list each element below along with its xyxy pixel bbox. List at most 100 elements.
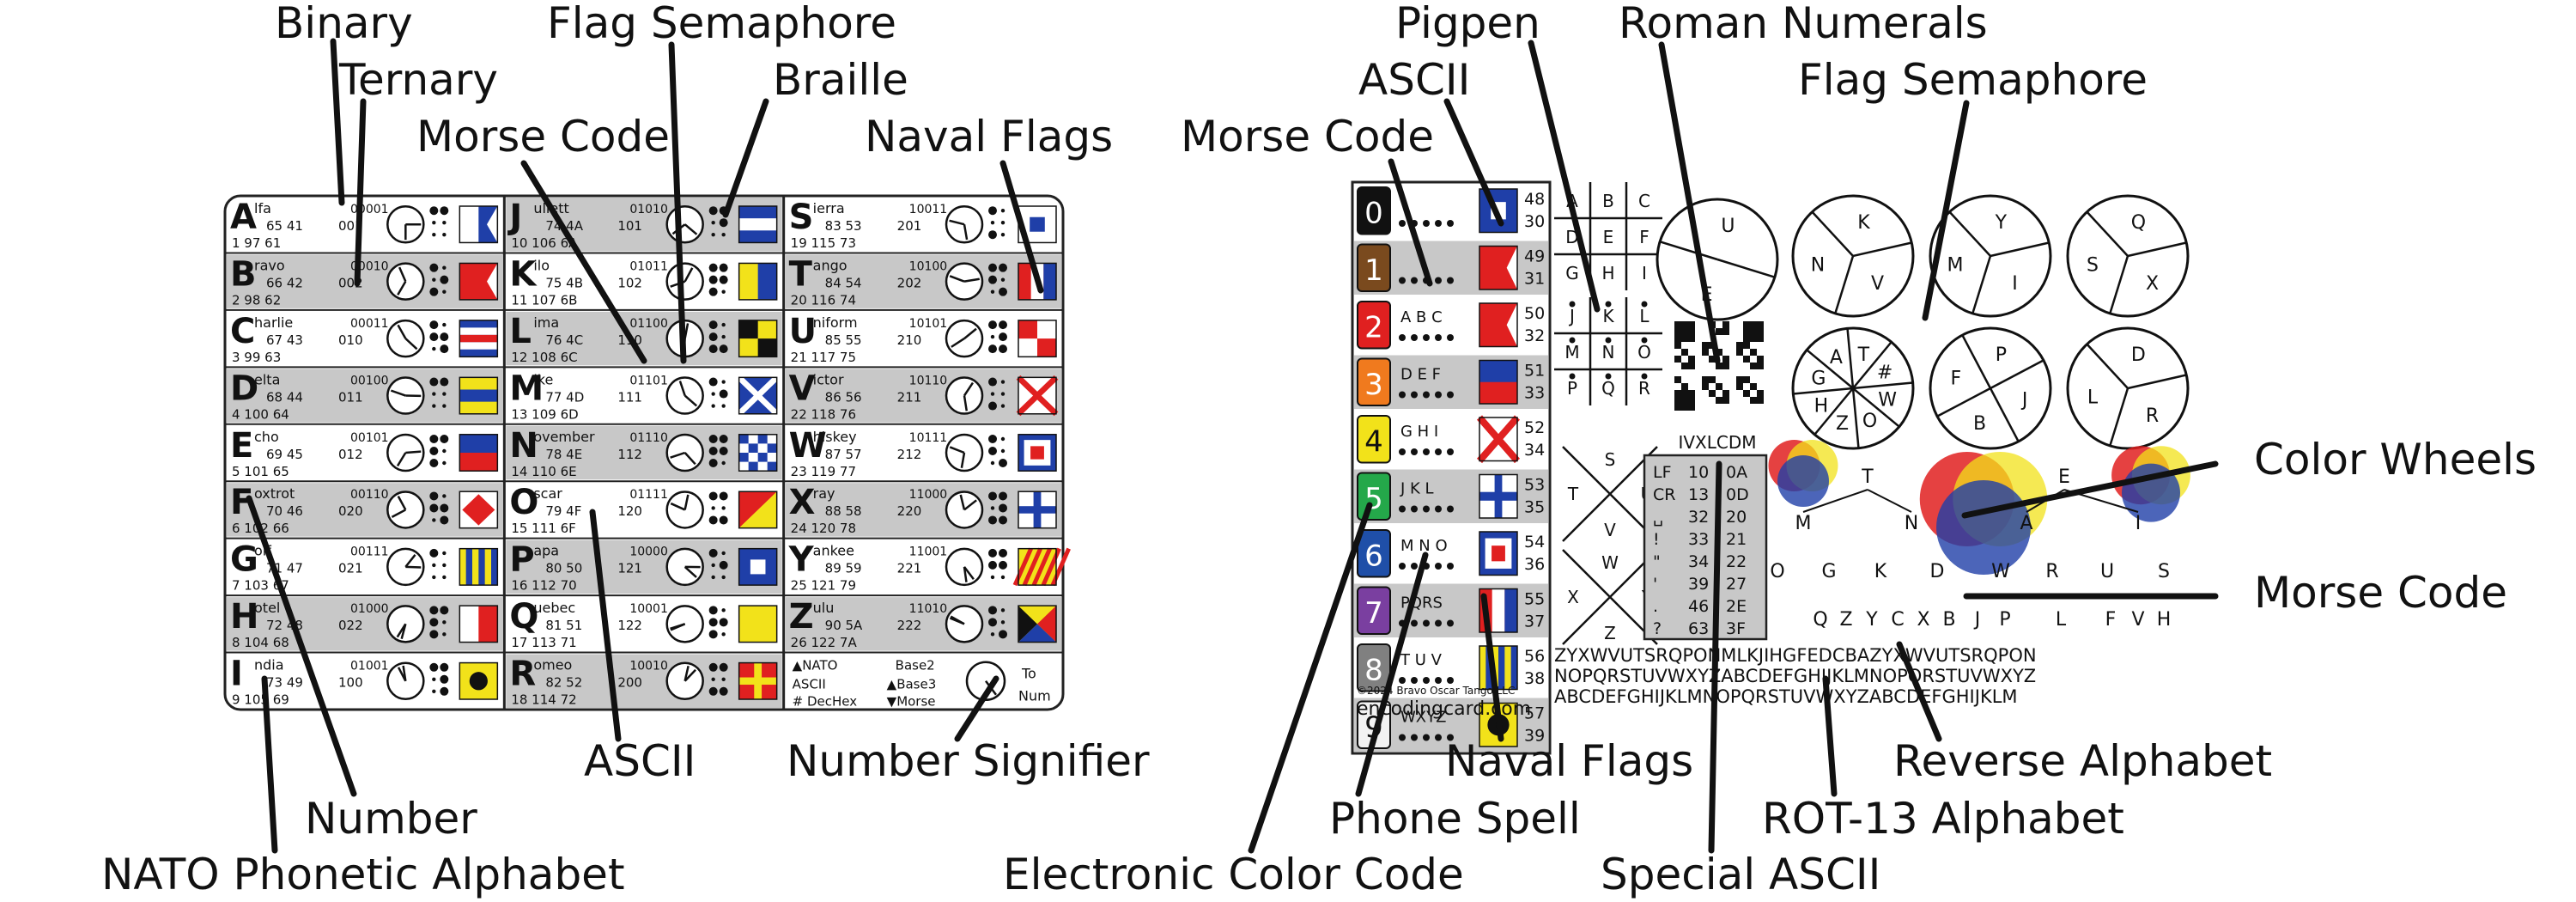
qr-module <box>1736 349 1743 356</box>
dial-hand <box>404 554 416 568</box>
dial-hand <box>959 494 966 510</box>
ascii-hex: 37 <box>1524 613 1545 631</box>
qr-module <box>1681 349 1688 356</box>
ascii-value: 68 44 <box>266 389 303 405</box>
qr-module <box>1681 363 1688 369</box>
ascii-value: 87 57 <box>825 447 862 462</box>
morse-mark <box>1447 391 1454 399</box>
braille-dot <box>432 518 436 522</box>
binary-value: 10000 <box>629 545 668 559</box>
callout-color-wheels: Color Wheels <box>2254 435 2537 485</box>
qr-module <box>1681 335 1688 342</box>
legend-line: ▲NATO <box>793 658 838 673</box>
flag-stripe <box>459 342 498 350</box>
binary-value: 00100 <box>350 374 389 387</box>
dial-hand <box>397 324 407 339</box>
dial-hand <box>963 395 968 411</box>
naval-flag-d <box>459 376 499 415</box>
ascii-value: 73 49 <box>266 675 303 691</box>
braille-dot <box>721 404 726 408</box>
braille-dot <box>999 332 1007 342</box>
callout-electronic-color-code: Electronic Color Code <box>1003 850 1464 899</box>
flag-part <box>1043 263 1056 300</box>
nato-letter: K <box>509 254 538 294</box>
callout-reverse-alphabet: Reverse Alphabet <box>1893 736 2272 786</box>
special-dec: 10 <box>1688 463 1709 482</box>
morse-tree-node: U <box>2100 561 2114 582</box>
qr-module <box>1722 356 1729 363</box>
qr-module <box>1702 376 1709 383</box>
semaphore-letter: A <box>1830 347 1843 369</box>
pigpen-letter: G <box>1565 263 1579 283</box>
pigpen-dot <box>1605 301 1612 308</box>
morse-mark <box>1435 563 1442 570</box>
cell-shade <box>227 483 503 537</box>
braille-dot <box>721 322 726 327</box>
flag-part <box>487 263 498 300</box>
naval-flag-j <box>738 205 778 244</box>
dial-hand <box>683 394 698 407</box>
phone-digit: 0 <box>1364 196 1383 230</box>
special-char: ? <box>1653 619 1662 638</box>
pigpen-x-letter: S <box>1605 449 1616 470</box>
flag-part <box>750 559 766 575</box>
flag-check <box>767 434 777 444</box>
ascii-value: 78 4E <box>545 447 582 462</box>
phone-letters: M N O <box>1400 537 1448 555</box>
legend-line: ASCII <box>793 677 826 692</box>
morse-mark <box>1423 619 1430 627</box>
flag-border <box>1018 434 1057 472</box>
ascii-value: 82 52 <box>545 675 582 691</box>
braille-dot <box>990 506 995 510</box>
braille-dot <box>429 206 439 216</box>
braille-dot <box>999 263 1007 272</box>
qr-module <box>1674 335 1681 342</box>
braille-dot <box>711 677 715 681</box>
dial-hand <box>950 615 965 625</box>
ascii-num: 55 <box>1524 590 1545 609</box>
ascii-hex: 32 <box>1524 326 1545 345</box>
braille-dot <box>721 289 726 294</box>
ascii-hex: 35 <box>1524 498 1545 517</box>
flag-part <box>478 606 498 643</box>
special-dec: 32 <box>1688 508 1709 527</box>
braille-dot <box>429 263 439 272</box>
leader-braille <box>722 98 769 218</box>
flag-border <box>459 434 499 472</box>
pigpen-letter: C <box>1638 191 1650 211</box>
morse-tree-node: Z <box>1839 609 1852 631</box>
nato-letter: V <box>789 369 816 408</box>
qr-module <box>1688 390 1695 397</box>
braille-dot <box>999 560 1007 570</box>
color-code-chip <box>1357 357 1391 406</box>
semaphore-spoke <box>1811 210 1854 257</box>
nato-word: ulu <box>813 600 835 616</box>
nato-letter: I <box>230 655 243 694</box>
flag-border <box>1479 417 1518 462</box>
flag-part <box>738 218 777 231</box>
morse-mark <box>1411 448 1418 455</box>
qr-module <box>1736 376 1743 383</box>
flag-part <box>1504 588 1517 632</box>
binary-value: 00101 <box>350 431 389 445</box>
braille-dot <box>1000 233 1005 237</box>
naval-flag-b <box>1479 245 1518 290</box>
nato-word: elta <box>254 371 280 387</box>
nato-word: ovember <box>533 429 595 445</box>
qr-module <box>1681 321 1688 328</box>
braille-dot <box>711 575 715 580</box>
morse-tree-node: A <box>2020 513 2032 534</box>
semaphore-letter: Y <box>1995 212 2008 234</box>
leader-reverse-alphabet <box>1896 641 1942 742</box>
dec-hex-value: 1 97 61 <box>232 235 281 251</box>
binary-value: 10011 <box>909 203 948 216</box>
semaphore-spoke <box>1851 387 1860 448</box>
braille-dot <box>429 548 439 558</box>
ternary-value: 202 <box>897 275 922 290</box>
qr-module <box>1709 376 1716 383</box>
special-char: . <box>1653 597 1658 616</box>
morse-mark <box>1423 677 1430 684</box>
braille-dot <box>429 618 439 627</box>
